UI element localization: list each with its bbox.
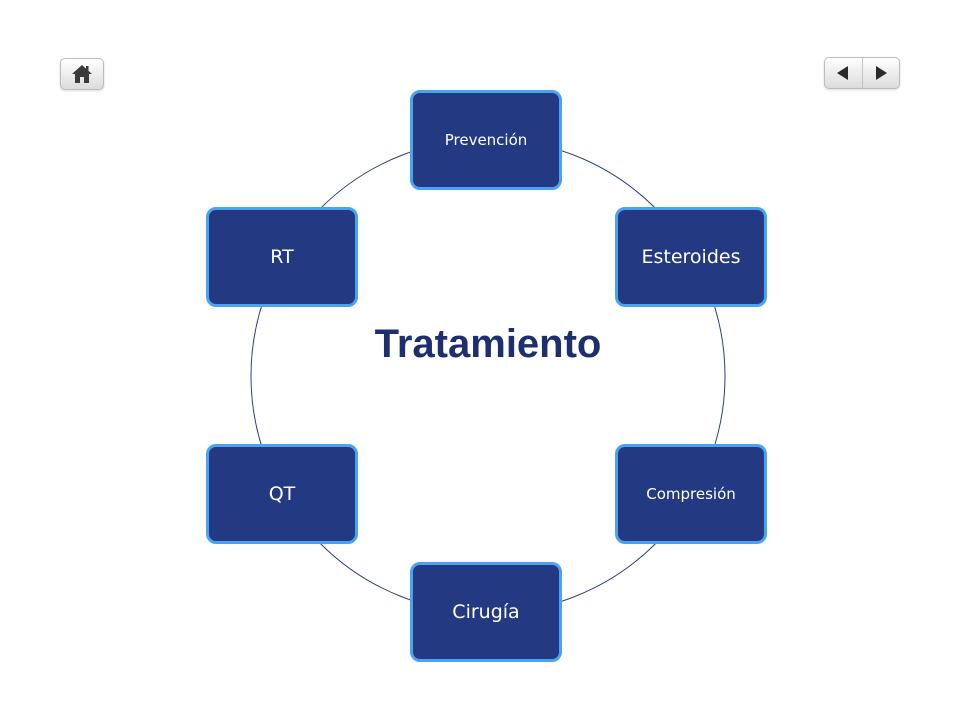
node-label: QT (268, 483, 296, 505)
slide-navigation (824, 57, 900, 89)
node-label: Cirugía (452, 601, 520, 623)
node-label: Esteroides (641, 246, 741, 268)
triangle-right-icon (875, 66, 887, 80)
node-compresion: Compresión (615, 444, 767, 544)
diagram-title: Tratamiento (374, 322, 602, 366)
node-label: RT (270, 246, 294, 268)
node-label: Compresión (646, 485, 736, 503)
node-esteroides: Esteroides (615, 207, 767, 307)
node-cirugia: Cirugía (410, 562, 562, 662)
home-icon (72, 65, 92, 83)
next-button[interactable] (863, 58, 900, 88)
node-label: Prevención (444, 131, 528, 149)
previous-button[interactable] (825, 58, 863, 88)
triangle-left-icon (837, 66, 849, 80)
home-button[interactable] (60, 58, 104, 90)
node-qt: QT (206, 444, 358, 544)
node-rt: RT (206, 207, 358, 307)
node-prevencion: Prevención (410, 90, 562, 190)
